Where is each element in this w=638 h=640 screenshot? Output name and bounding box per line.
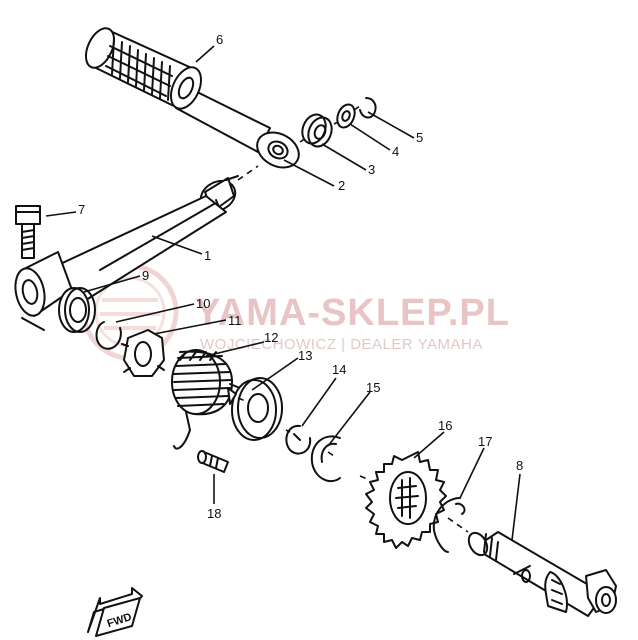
callout-16: 16 bbox=[438, 418, 452, 433]
part-12-torsion-spring bbox=[171, 349, 241, 450]
part-11-spring-guide bbox=[121, 329, 165, 377]
callout-leaders bbox=[45, 45, 521, 541]
part-5-circlip bbox=[359, 97, 377, 119]
callout-labels: 6 2 3 4 5 7 1 9 10 11 12 13 14 15 16 17 … bbox=[78, 32, 523, 521]
part-6-kick-arm bbox=[84, 27, 300, 169]
part-10-circlip bbox=[95, 321, 122, 350]
part-13-spring-cover bbox=[227, 377, 283, 441]
part-17-clip bbox=[432, 497, 466, 553]
callout-10: 10 bbox=[196, 296, 210, 311]
callout-2: 2 bbox=[338, 178, 345, 193]
callout-11: 11 bbox=[228, 313, 242, 328]
callout-12: 12 bbox=[264, 330, 278, 345]
callout-15: 15 bbox=[366, 380, 380, 395]
part-4-plain-washer bbox=[336, 103, 356, 129]
watermark-subtitle: WOJCIECHOWICZ | DEALER YAMAHA bbox=[200, 336, 483, 353]
part-15-circlip bbox=[310, 435, 341, 483]
part-9-oil-seal bbox=[58, 287, 96, 333]
part-3-washer bbox=[301, 113, 333, 148]
part-8-kick-axle bbox=[467, 531, 617, 617]
callout-14: 14 bbox=[332, 362, 346, 377]
callout-17: 17 bbox=[478, 434, 492, 449]
callout-4: 4 bbox=[392, 144, 399, 159]
callout-3: 3 bbox=[368, 162, 375, 177]
callout-6: 6 bbox=[216, 32, 223, 47]
watermark: YAMA-SKLEP.PL WOJCIECHOWICZ | DEALER YAM… bbox=[81, 263, 510, 361]
callout-9: 9 bbox=[142, 268, 149, 283]
callout-13: 13 bbox=[298, 348, 312, 363]
part-14-circlip bbox=[285, 424, 312, 455]
callout-7: 7 bbox=[78, 202, 85, 217]
callout-1: 1 bbox=[204, 248, 211, 263]
watermark-title: YAMA-SKLEP.PL bbox=[195, 292, 510, 334]
assembly-axis-lines bbox=[237, 105, 469, 533]
callout-18: 18 bbox=[207, 506, 221, 521]
part-16-kick-gear bbox=[365, 451, 447, 549]
callout-5: 5 bbox=[416, 130, 423, 145]
part-18-pin bbox=[197, 450, 229, 473]
part-7-bolt bbox=[15, 205, 41, 259]
fwd-direction-badge: FWD bbox=[87, 587, 143, 637]
callout-8: 8 bbox=[516, 458, 523, 473]
